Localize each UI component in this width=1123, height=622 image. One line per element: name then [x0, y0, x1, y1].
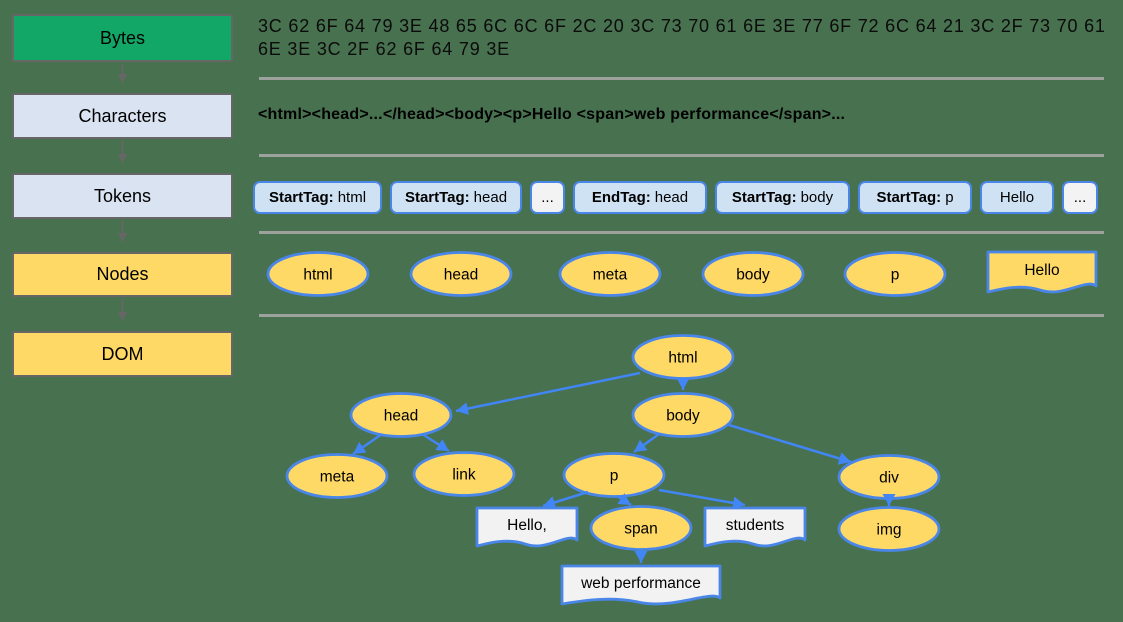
bytes-hex-line2: 6E 3E 3C 2F 62 6F 64 79 3E	[258, 39, 510, 59]
row-divider	[259, 231, 1104, 234]
dom-node-body	[631, 392, 735, 438]
node-label: body	[666, 408, 700, 425]
pipeline-stage-nodes: Nodes	[12, 252, 233, 297]
token-endtag-head: EndTag:head	[573, 181, 707, 214]
stage-label-nodes: Nodes	[96, 264, 149, 284]
text-node-hello	[986, 250, 1098, 294]
node-label: p	[610, 468, 619, 485]
dom-edge-body-to-p	[633, 432, 660, 454]
dom-edge-p-to-students	[658, 488, 746, 510]
node-label: img	[877, 522, 902, 539]
node-label: link	[452, 467, 476, 484]
node-label: Hello	[1024, 262, 1059, 279]
node-label: html	[303, 267, 332, 284]
node-p	[843, 251, 947, 297]
row-divider	[259, 154, 1104, 157]
dom-edge-p-to-hello	[542, 490, 589, 509]
node-label: meta	[320, 469, 355, 486]
node-head	[409, 251, 513, 297]
token-starttag-body: StartTag:body	[715, 181, 850, 214]
node-label: p	[891, 267, 900, 284]
node-label: head	[384, 408, 418, 425]
token-starttag-head: StartTag:head	[390, 181, 522, 214]
row-divider	[259, 77, 1104, 80]
stage-label-dom: DOM	[101, 343, 144, 364]
node-label: div	[879, 470, 899, 487]
dom-node-p	[562, 452, 666, 498]
dom-text-node-hello	[475, 506, 579, 548]
dom-text-node-webperf	[560, 564, 722, 606]
node-label: span	[624, 521, 658, 538]
stage-label-characters: Characters	[78, 105, 167, 126]
token-dotdotdot: ...	[1062, 181, 1098, 214]
dom-edge-p-to-span	[616, 493, 632, 507]
row-divider	[259, 314, 1104, 317]
node-label: Hello,	[507, 517, 547, 534]
bytes-hex-text: 3C 62 6F 64 79 3E 48 65 6C 6C 6F 2C 20 3…	[258, 15, 1106, 61]
token-dotdotdot: ...	[530, 181, 565, 214]
pipeline-stage-tokens: Tokens	[12, 173, 233, 219]
node-label: html	[668, 350, 697, 367]
dom-text-node-students	[703, 506, 807, 548]
pipeline-stage-characters: Characters	[12, 93, 233, 139]
dom-node-img	[837, 506, 941, 552]
stage-label-tokens: Tokens	[93, 185, 152, 206]
node-label: students	[726, 517, 785, 534]
dom-node-link	[412, 451, 516, 497]
node-body	[701, 251, 805, 297]
dom-edge-body-to-div	[728, 423, 852, 465]
node-label: body	[736, 267, 770, 284]
token-starttag-html: StartTag:html	[253, 181, 382, 214]
token-Hello: Hello	[980, 181, 1054, 214]
stage-label-bytes: Bytes	[99, 27, 146, 48]
pipeline-stage-bytes: Bytes	[12, 14, 233, 62]
dom-edge-head-to-meta	[352, 432, 383, 456]
dom-node-meta	[285, 453, 389, 499]
token-starttag-p: StartTag:p	[858, 181, 972, 214]
node-label: head	[444, 267, 478, 284]
pipeline-stage-dom: DOM	[12, 331, 233, 377]
dom-edge-html-to-head	[455, 371, 641, 415]
dom-edge-head-to-link	[421, 432, 450, 453]
bytes-hex-line1: 3C 62 6F 64 79 3E 48 65 6C 6C 6F 2C 20 3…	[258, 16, 1106, 36]
node-html	[266, 251, 370, 297]
node-meta	[558, 251, 662, 297]
dom-node-head	[349, 392, 453, 438]
characters-string: <html><head>...</head><body><p>Hello <sp…	[258, 106, 846, 123]
node-label: web performance	[580, 575, 701, 592]
node-label: meta	[593, 267, 628, 284]
